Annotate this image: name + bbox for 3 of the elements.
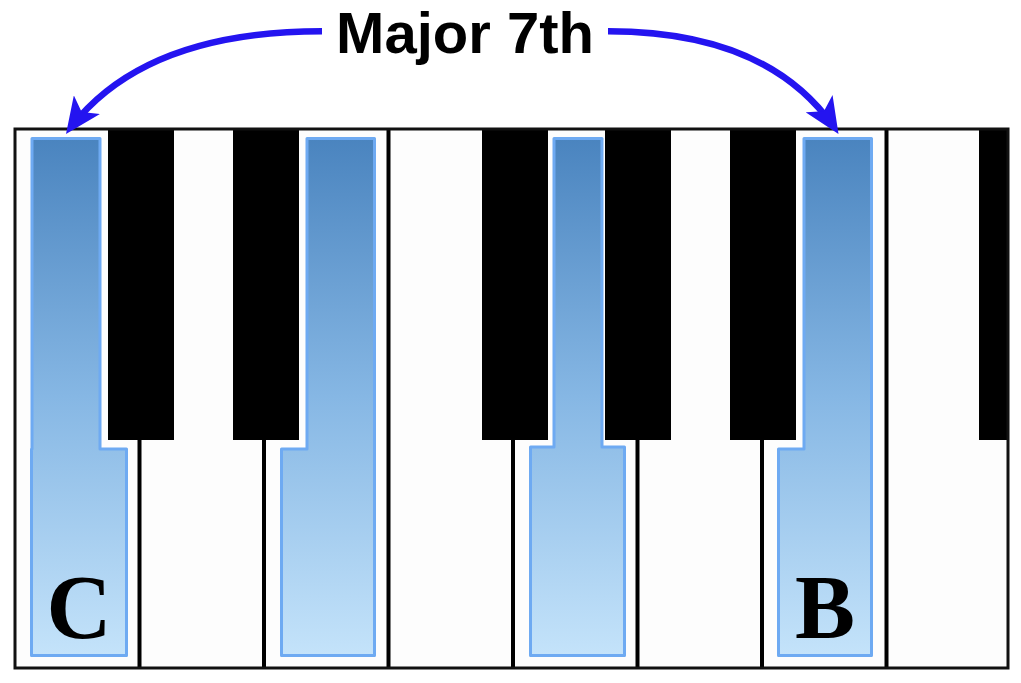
curved-arrow <box>63 28 323 136</box>
note-name-label: B <box>795 563 855 653</box>
note-name-label: C <box>46 563 112 653</box>
